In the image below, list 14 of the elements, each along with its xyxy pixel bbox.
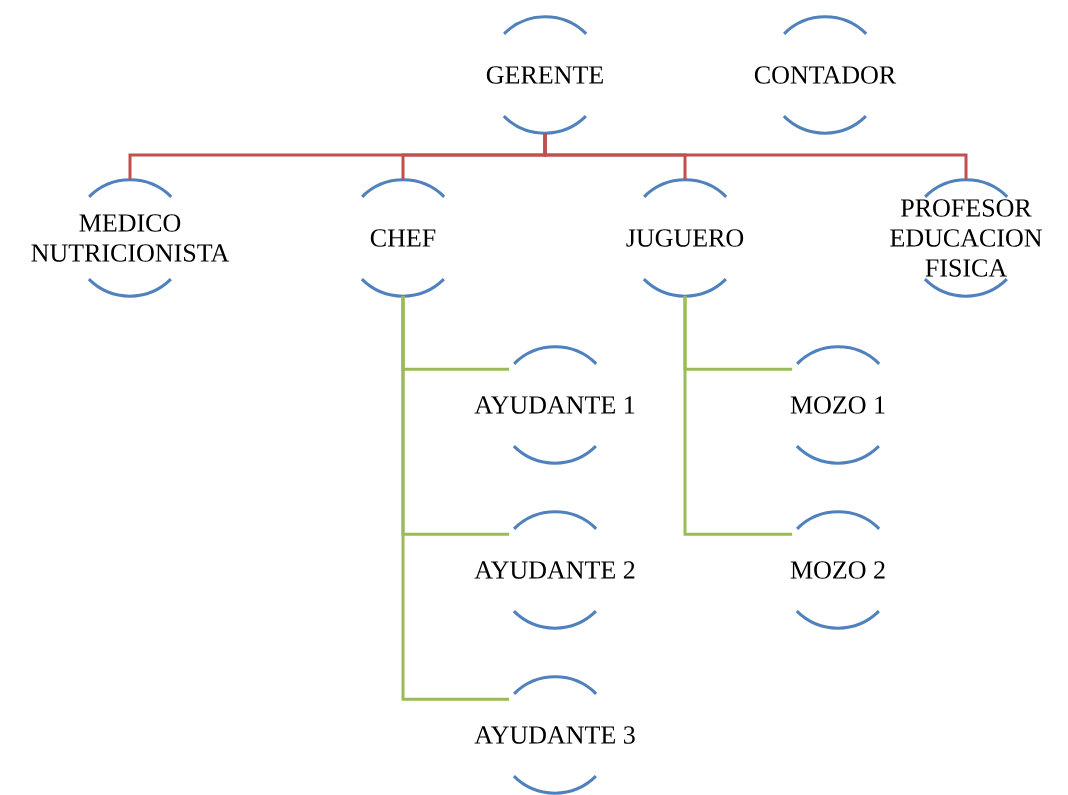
circle-node: MOZO 2 [790,510,885,630]
circle-node: PROFESOR EDUCACION FISICA [890,178,1042,298]
circle-node: JUGUERO [626,178,744,298]
circle-node: AYUDANTE 1 [474,345,635,465]
connector-line [543,133,968,180]
circle-node: CONTADOR [754,15,897,135]
circle-node: AYUDANTE 2 [474,510,635,630]
circle-node: MEDICO NUTRICIONISTA [31,178,230,298]
connector-line [401,296,510,701]
circle-node: AYUDANTE 3 [474,675,635,795]
circle-node: GERENTE [486,15,603,135]
connector-line [683,296,793,536]
circle-node: MOZO 1 [790,345,885,465]
circle-node: CHEF [360,178,446,298]
